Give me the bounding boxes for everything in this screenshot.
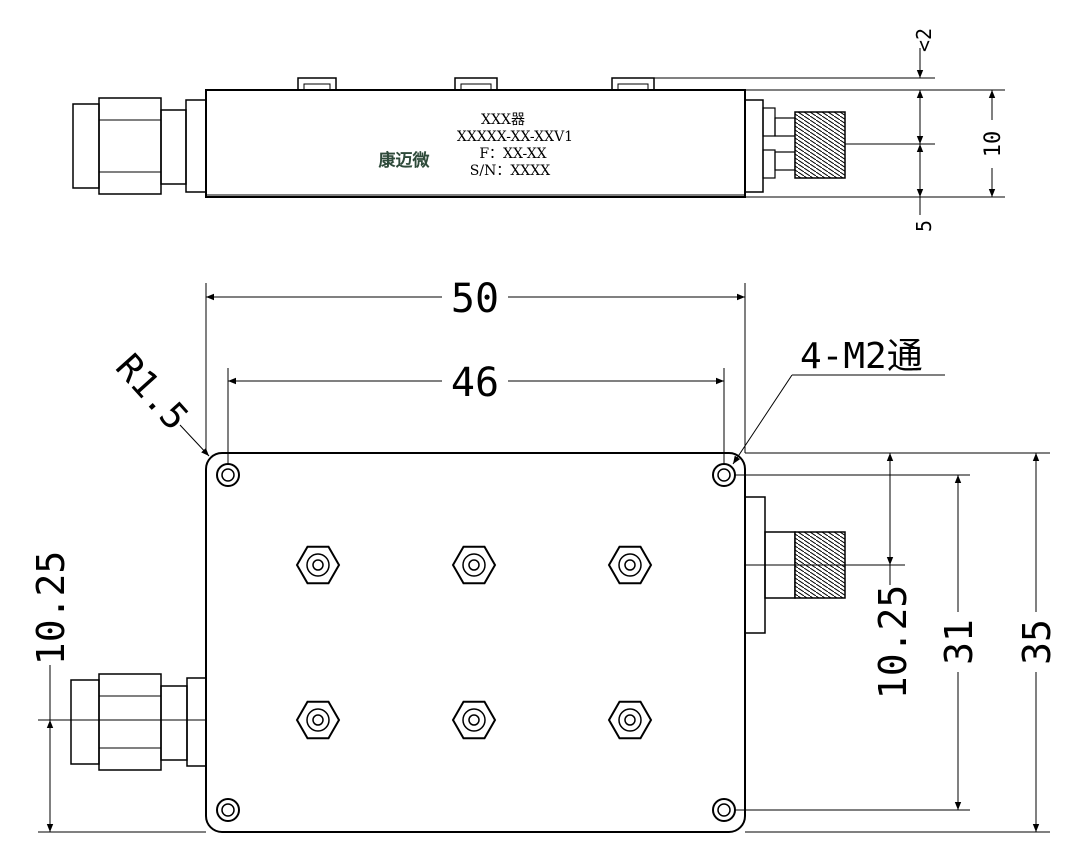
dim-left-offset-group: 10.25 xyxy=(29,551,206,833)
brand-logo: 康迈微 xyxy=(379,150,431,171)
model-number-text: XXXXX-XX-XXV1 xyxy=(457,129,573,145)
top-right-connector xyxy=(744,496,905,634)
dim-corner-radius-group: R1.5 xyxy=(107,347,210,457)
mounting-hole xyxy=(712,463,736,487)
top-screws xyxy=(297,77,655,91)
mounting-holes xyxy=(216,463,736,822)
dim-width-holes: 46 xyxy=(451,360,499,406)
mounting-hole xyxy=(216,463,240,487)
dim-height-holes: 31 xyxy=(937,619,981,665)
product-type-text: XXX器 xyxy=(481,112,525,128)
dim-side-top-gap: <2 xyxy=(912,28,936,52)
dim-right-offset-group: 10.25 xyxy=(745,452,1050,699)
tuning-screw xyxy=(295,545,341,585)
dim-corner-radius: R1.5 xyxy=(107,347,195,439)
dim-height-overall: 35 xyxy=(1015,619,1059,665)
top-body xyxy=(205,452,746,833)
dim-width-overall-group: 50 xyxy=(205,276,746,453)
tuning-screw xyxy=(451,545,497,585)
side-view: XXX器 XXXXX-XX-XXV1 F：XX-XX S/N：XXXX 康迈微 … xyxy=(72,28,1006,232)
dim-width-overall: 50 xyxy=(451,276,499,322)
side-left-connector xyxy=(72,97,207,195)
dim-width-holes-group: 46 xyxy=(227,360,725,465)
frequency-text: F：XX-XX xyxy=(479,146,546,162)
dim-side-lower: 5 xyxy=(912,220,936,232)
side-right-connector xyxy=(744,99,846,193)
tuning-screw xyxy=(607,545,653,585)
top-left-connector xyxy=(38,673,207,771)
side-dimensions: <2 5 10 xyxy=(654,28,1006,232)
mounting-hole xyxy=(712,798,736,822)
tuning-screw xyxy=(607,700,653,740)
tuning-screws xyxy=(295,545,653,740)
dim-right-offset: 10.25 xyxy=(871,585,915,699)
top-view: 50 46 R1.5 4-M2通 10.25 xyxy=(29,276,1059,833)
tuning-screw xyxy=(295,700,341,740)
serial-number-text: S/N：XXXX xyxy=(470,163,550,179)
mounting-hole xyxy=(216,798,240,822)
holes-note-group: 4-M2通 xyxy=(732,336,945,465)
holes-note: 4-M2通 xyxy=(800,336,923,377)
dim-height-overall-group: 35 xyxy=(745,453,1059,833)
dim-height-holes-group: 31 xyxy=(735,474,981,811)
tuning-screw xyxy=(451,700,497,740)
dim-side-height: 10 xyxy=(981,131,1006,158)
dim-left-offset: 10.25 xyxy=(29,551,73,665)
